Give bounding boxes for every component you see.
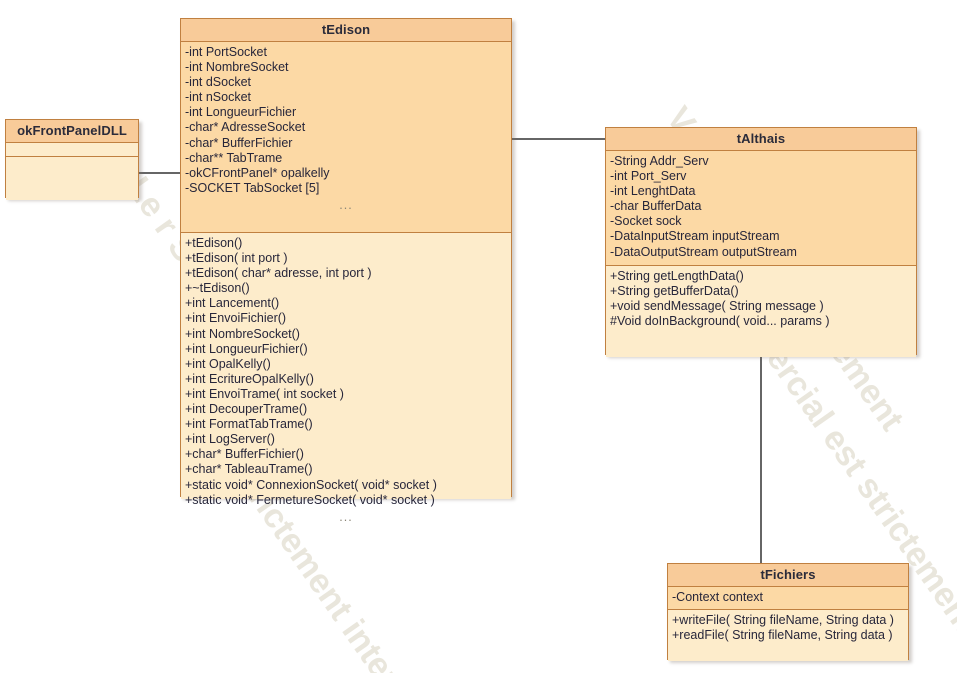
operation-item: +int Lancement() [185, 296, 280, 311]
attribute-item: -char** TabTrame [185, 150, 283, 165]
attribute-item: -DataInputStream inputStream [610, 229, 780, 244]
operation-item: +int DecouperTrame() [185, 402, 308, 417]
attribute-item: -DataOutputStream outputStream [610, 244, 797, 259]
operation-item: +tEdison( int port ) [185, 251, 288, 266]
operations-section-okfrontpaneldll [6, 157, 138, 200]
operation-item: +writeFile( String fileName, String data… [672, 613, 894, 627]
operations-section-tedison: +tEdison() +tEdison( int port ) +tEdison… [181, 233, 511, 524]
attribute-item: -Socket sock [610, 214, 682, 229]
attribute-item: -int nSocket [185, 90, 252, 105]
operation-item: +String getLengthData() [610, 269, 744, 283]
operation-item: +int EnvoiTrame( int socket ) [185, 386, 344, 401]
attributes-section-talthais: -String Addr_Serv -int Port_Serv -int Le… [606, 151, 916, 266]
uml-class-talthais[interactable]: tAlthais -String Addr_Serv -int Port_Ser… [605, 127, 917, 357]
operation-item: +tEdison() [185, 236, 243, 250]
attribute-item: -char* BufferFichier [185, 135, 293, 150]
attribute-item: -int NombreSocket [185, 60, 289, 75]
attribute-item: -char* AdresseSocket [185, 120, 306, 135]
attribute-item: -int dSocket [185, 75, 252, 90]
attribute-item: -char BufferData [610, 199, 702, 214]
class-name-okfrontpaneldll: okFrontPanelDLL [6, 120, 138, 143]
attribute-item: -okCFrontPanel* opalkelly [185, 165, 330, 180]
connector-talthais-tfichiers [760, 355, 762, 564]
operations-overflow-ellipsis: ... [339, 509, 353, 524]
operations-section-talthais: +String getLengthData() +String getBuffe… [606, 266, 916, 357]
operation-item: +int FormatTabTrame() [185, 417, 313, 432]
uml-class-tfichiers[interactable]: tFichiers -Context context +writeFile( S… [667, 563, 909, 661]
operations-section-tfichiers: +writeFile( String fileName, String data… [668, 610, 908, 661]
operation-item: +void sendMessage( String message ) [610, 299, 824, 314]
uml-class-tedison[interactable]: tEdison -int PortSocket -int NombreSocke… [180, 18, 512, 524]
attribute-item: -int LongueurFichier [185, 105, 297, 120]
attributes-section-tfichiers: -Context context [668, 587, 908, 610]
operation-item: +~tEdison() [185, 281, 250, 296]
attribute-item: -Context context [672, 590, 764, 604]
class-name-talthais: tAlthais [606, 128, 916, 151]
operation-item: +int LogServer() [185, 432, 275, 447]
operation-item: +tEdison( char* adresse, int port ) [185, 266, 372, 281]
operation-item: +int EnvoiFichier() [185, 311, 287, 326]
uml-class-okfrontpaneldll[interactable]: okFrontPanelDLL [5, 119, 139, 200]
class-name-tedison: tEdison [181, 19, 511, 42]
operation-item: +readFile( String fileName, String data … [672, 628, 893, 643]
connector-tedison-talthais [512, 138, 606, 140]
operation-item: +static void* FermetureSocket( void* soc… [185, 492, 435, 507]
connector-okfrontpaneldll-tedison [139, 172, 181, 174]
operation-item: #Void doInBackground( void... params ) [610, 314, 830, 329]
attributes-section-tedison: -int PortSocket -int NombreSocket -int d… [181, 42, 511, 233]
operation-item: +char* BufferFichier() [185, 447, 304, 462]
attribute-item: -int LenghtData [610, 184, 696, 199]
operation-item: +static void* ConnexionSocket( void* soc… [185, 477, 437, 492]
operation-item: +char* TableauTrame() [185, 462, 313, 477]
operation-item: +int OpalKelly() [185, 356, 271, 371]
attribute-item: -String Addr_Serv [610, 154, 709, 168]
attributes-section-okfrontpaneldll [6, 143, 138, 157]
attribute-item: -SOCKET TabSocket [5] [185, 180, 320, 195]
attribute-item: -int Port_Serv [610, 169, 687, 184]
attributes-overflow-ellipsis: ... [339, 197, 353, 212]
class-name-tfichiers: tFichiers [668, 564, 908, 587]
operation-item: +int EcritureOpalKelly() [185, 371, 314, 386]
operation-item: +int LongueurFichier() [185, 341, 308, 356]
operation-item: +int NombreSocket() [185, 326, 300, 341]
attribute-item: -int PortSocket [185, 45, 267, 59]
operation-item: +String getBufferData() [610, 284, 739, 299]
